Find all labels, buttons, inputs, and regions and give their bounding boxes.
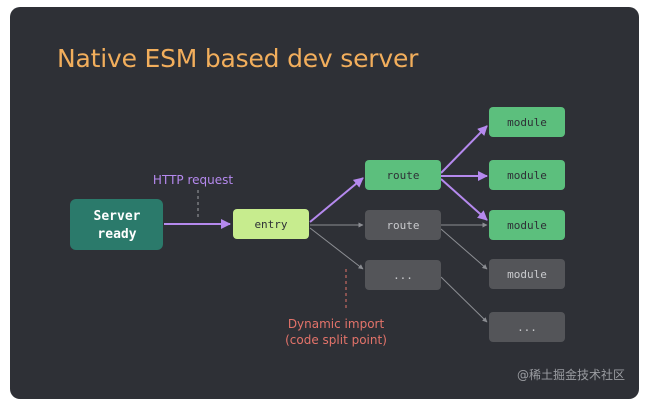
diagram-title: Native ESM based dev server xyxy=(57,44,419,73)
module-1-label: module xyxy=(507,116,547,129)
module-4-label: module xyxy=(507,268,547,281)
dots-right-label: ... xyxy=(517,321,537,334)
dynamic-import-label-line1: Dynamic import xyxy=(288,317,385,331)
module-node-4 xyxy=(489,259,565,289)
entry-label: entry xyxy=(254,218,287,231)
edge-entry-route-active xyxy=(309,177,364,223)
edge-route-module1 xyxy=(440,125,488,174)
dots-middle-label: ... xyxy=(393,269,413,282)
diagram-panel: Native ESM based dev server Server ready xyxy=(10,7,639,399)
route-inactive-label: route xyxy=(386,219,419,232)
module-3-label: module xyxy=(507,219,547,232)
edge-entry-dots xyxy=(309,227,364,270)
dots-node-middle xyxy=(365,260,441,290)
module-node-3 xyxy=(489,210,565,240)
dynamic-import-label-line2: (code split point) xyxy=(285,333,387,347)
edge-route-inactive-module4 xyxy=(440,228,488,270)
edge-route-module3 xyxy=(440,178,488,221)
entry-node xyxy=(233,209,309,239)
flow-diagram: Server ready entry route route ... modul… xyxy=(70,107,565,347)
edge-dots-dots xyxy=(440,276,488,323)
server-ready-label-line2: ready xyxy=(97,227,136,242)
server-ready-label-line1: Server xyxy=(94,209,141,224)
http-request-label: HTTP request xyxy=(153,173,233,187)
module-node-1 xyxy=(489,107,565,137)
module-2-label: module xyxy=(507,169,547,182)
route-active-label: route xyxy=(386,169,419,182)
module-node-2 xyxy=(489,160,565,190)
route-node-active xyxy=(365,160,441,190)
server-ready-node xyxy=(70,199,163,250)
dots-node-right xyxy=(489,312,565,342)
route-node-inactive xyxy=(365,210,441,240)
watermark-text: @稀土掘金技术社区 xyxy=(516,368,625,382)
